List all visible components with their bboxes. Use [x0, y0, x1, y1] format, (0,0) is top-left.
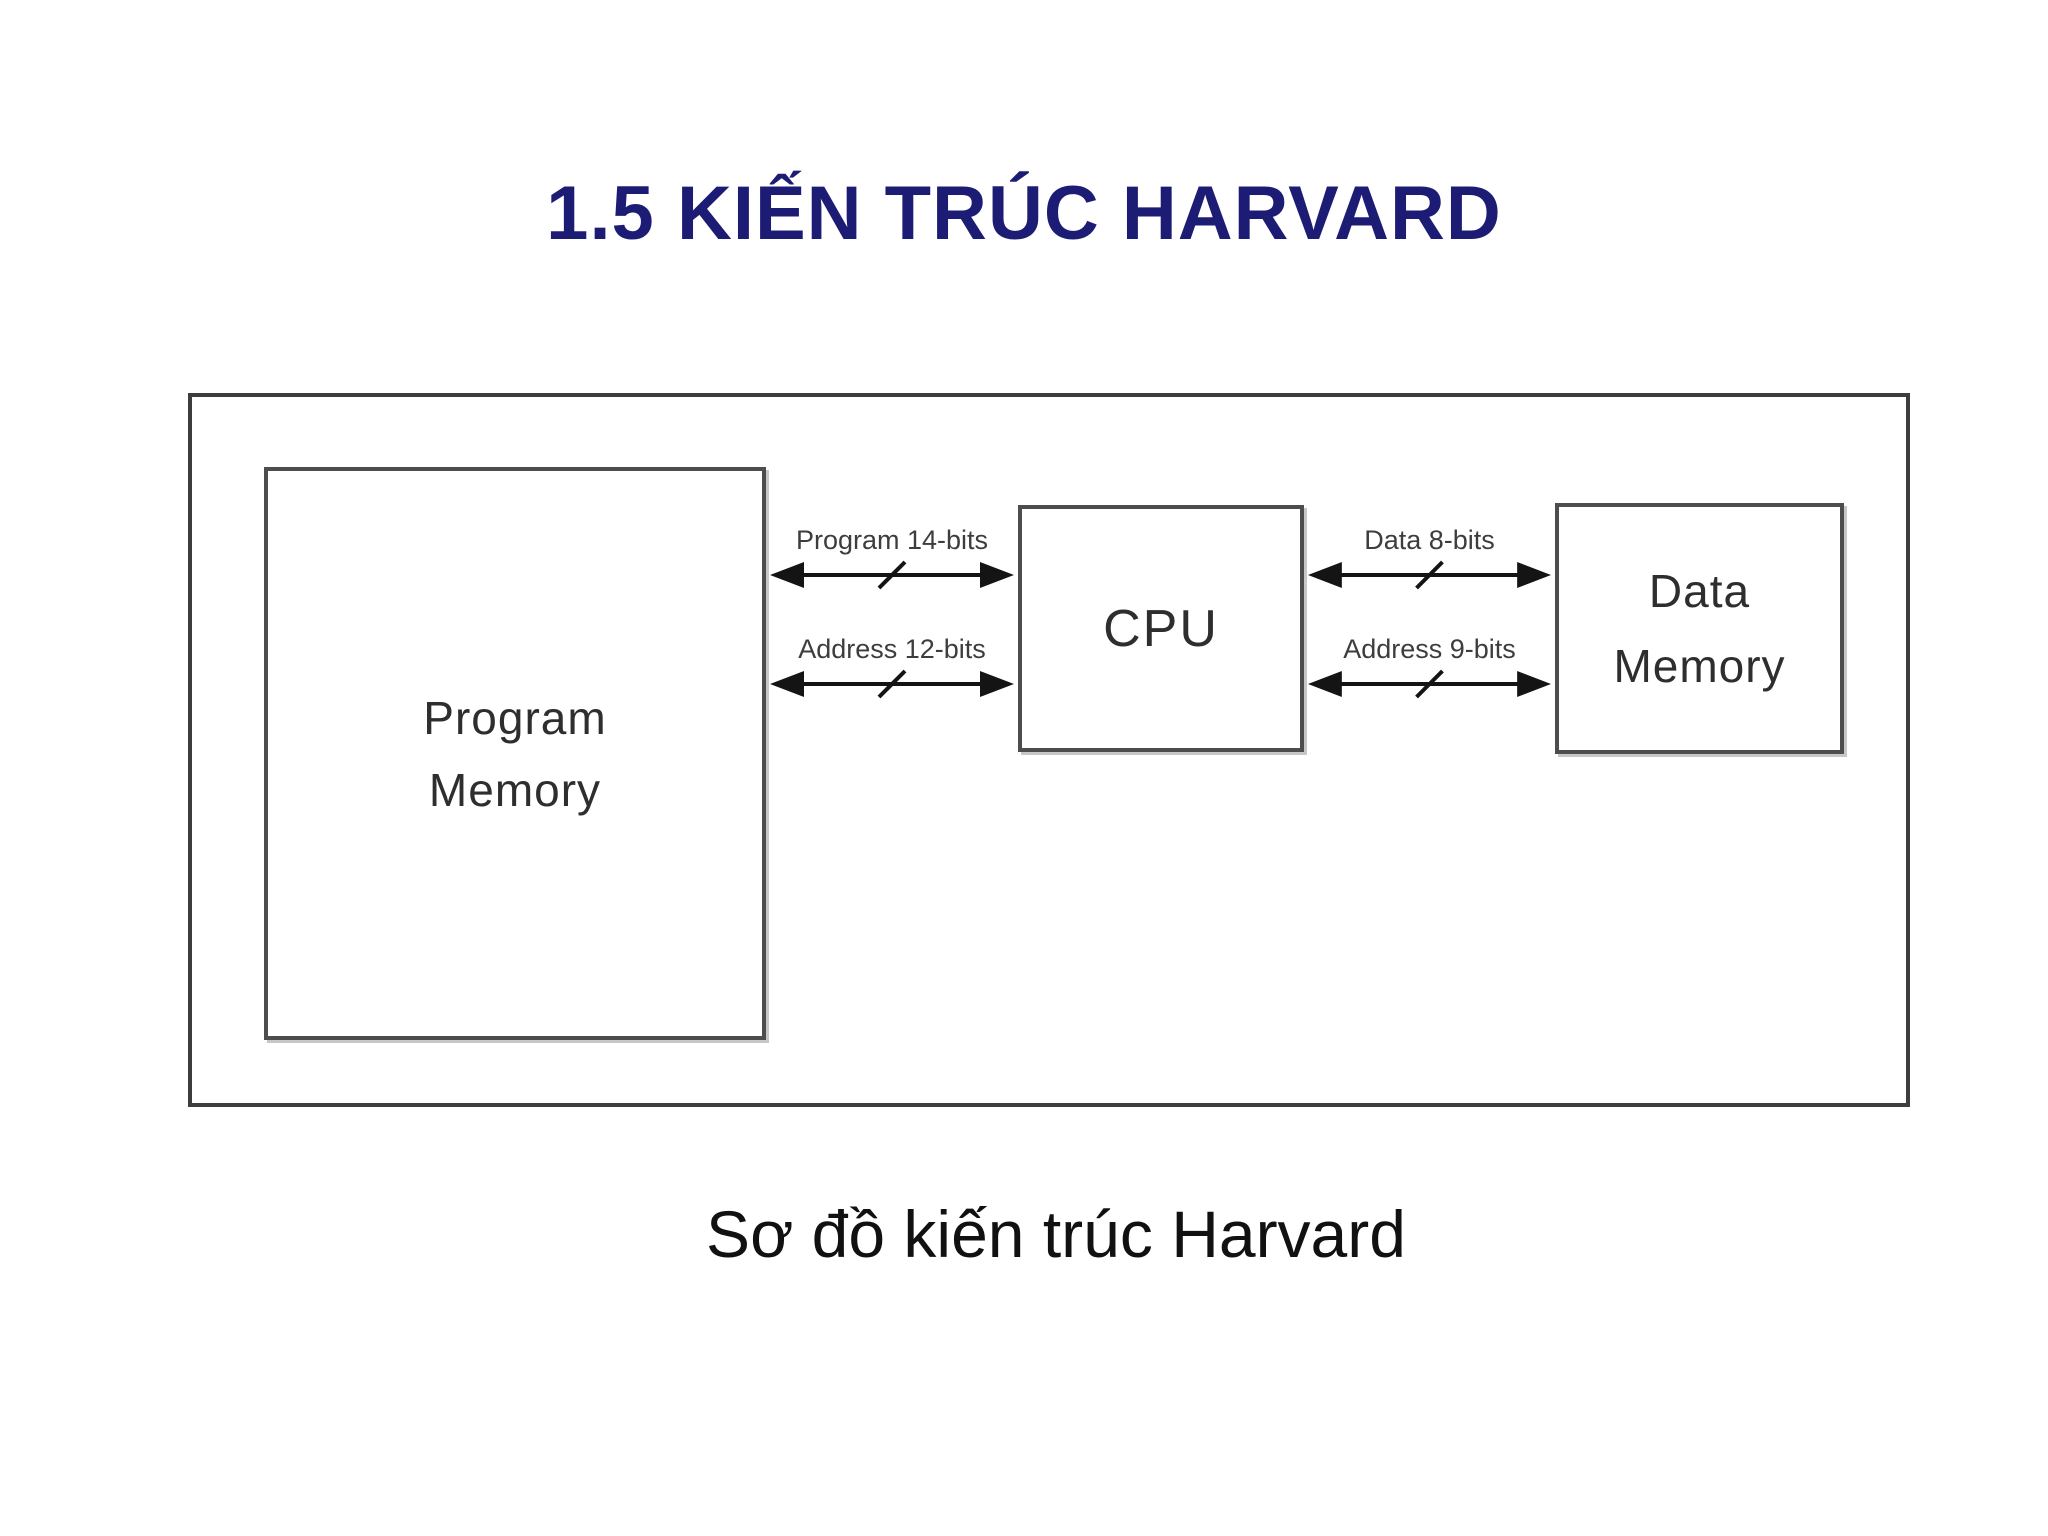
data-bus: Data 8-bits [1306, 525, 1553, 593]
double-arrow-icon [1307, 669, 1552, 699]
data-address-bus: Address 9-bits [1306, 634, 1553, 702]
diagram-caption: Sơ đồ kiến trúc Harvard [706, 1197, 1406, 1271]
data-address-bus-label: Address 9-bits [1343, 634, 1516, 664]
double-arrow-icon [770, 669, 1014, 699]
program-memory-line1: Program [423, 691, 607, 744]
slide-title: 1.5 KIẾN TRÚC HARVARD [546, 171, 1502, 256]
data-memory-line2: Memory [1613, 639, 1786, 692]
data-memory-box: Data Memory [1555, 503, 1844, 754]
program-address-bus: Address 12-bits [768, 634, 1016, 702]
data-memory-line1: Data [1648, 564, 1751, 617]
program-memory-line2: Memory [428, 763, 602, 816]
program-address-bus-label: Address 12-bits [798, 634, 986, 664]
double-arrow-icon [770, 560, 1014, 590]
cpu-label: CPU [1103, 599, 1219, 658]
program-bus: Program 14-bits [768, 525, 1016, 593]
double-arrow-icon [1307, 560, 1552, 590]
program-bus-label: Program 14-bits [795, 525, 989, 555]
program-memory-label: Program Memory [423, 682, 606, 826]
program-memory-box: Program Memory [264, 467, 766, 1040]
cpu-box: CPU [1018, 505, 1304, 752]
data-bus-label: Data 8-bits [1364, 525, 1495, 555]
diagram-frame: Program Memory CPU Data Memory Program 1… [188, 393, 1910, 1107]
data-memory-label: Data Memory [1613, 554, 1785, 704]
